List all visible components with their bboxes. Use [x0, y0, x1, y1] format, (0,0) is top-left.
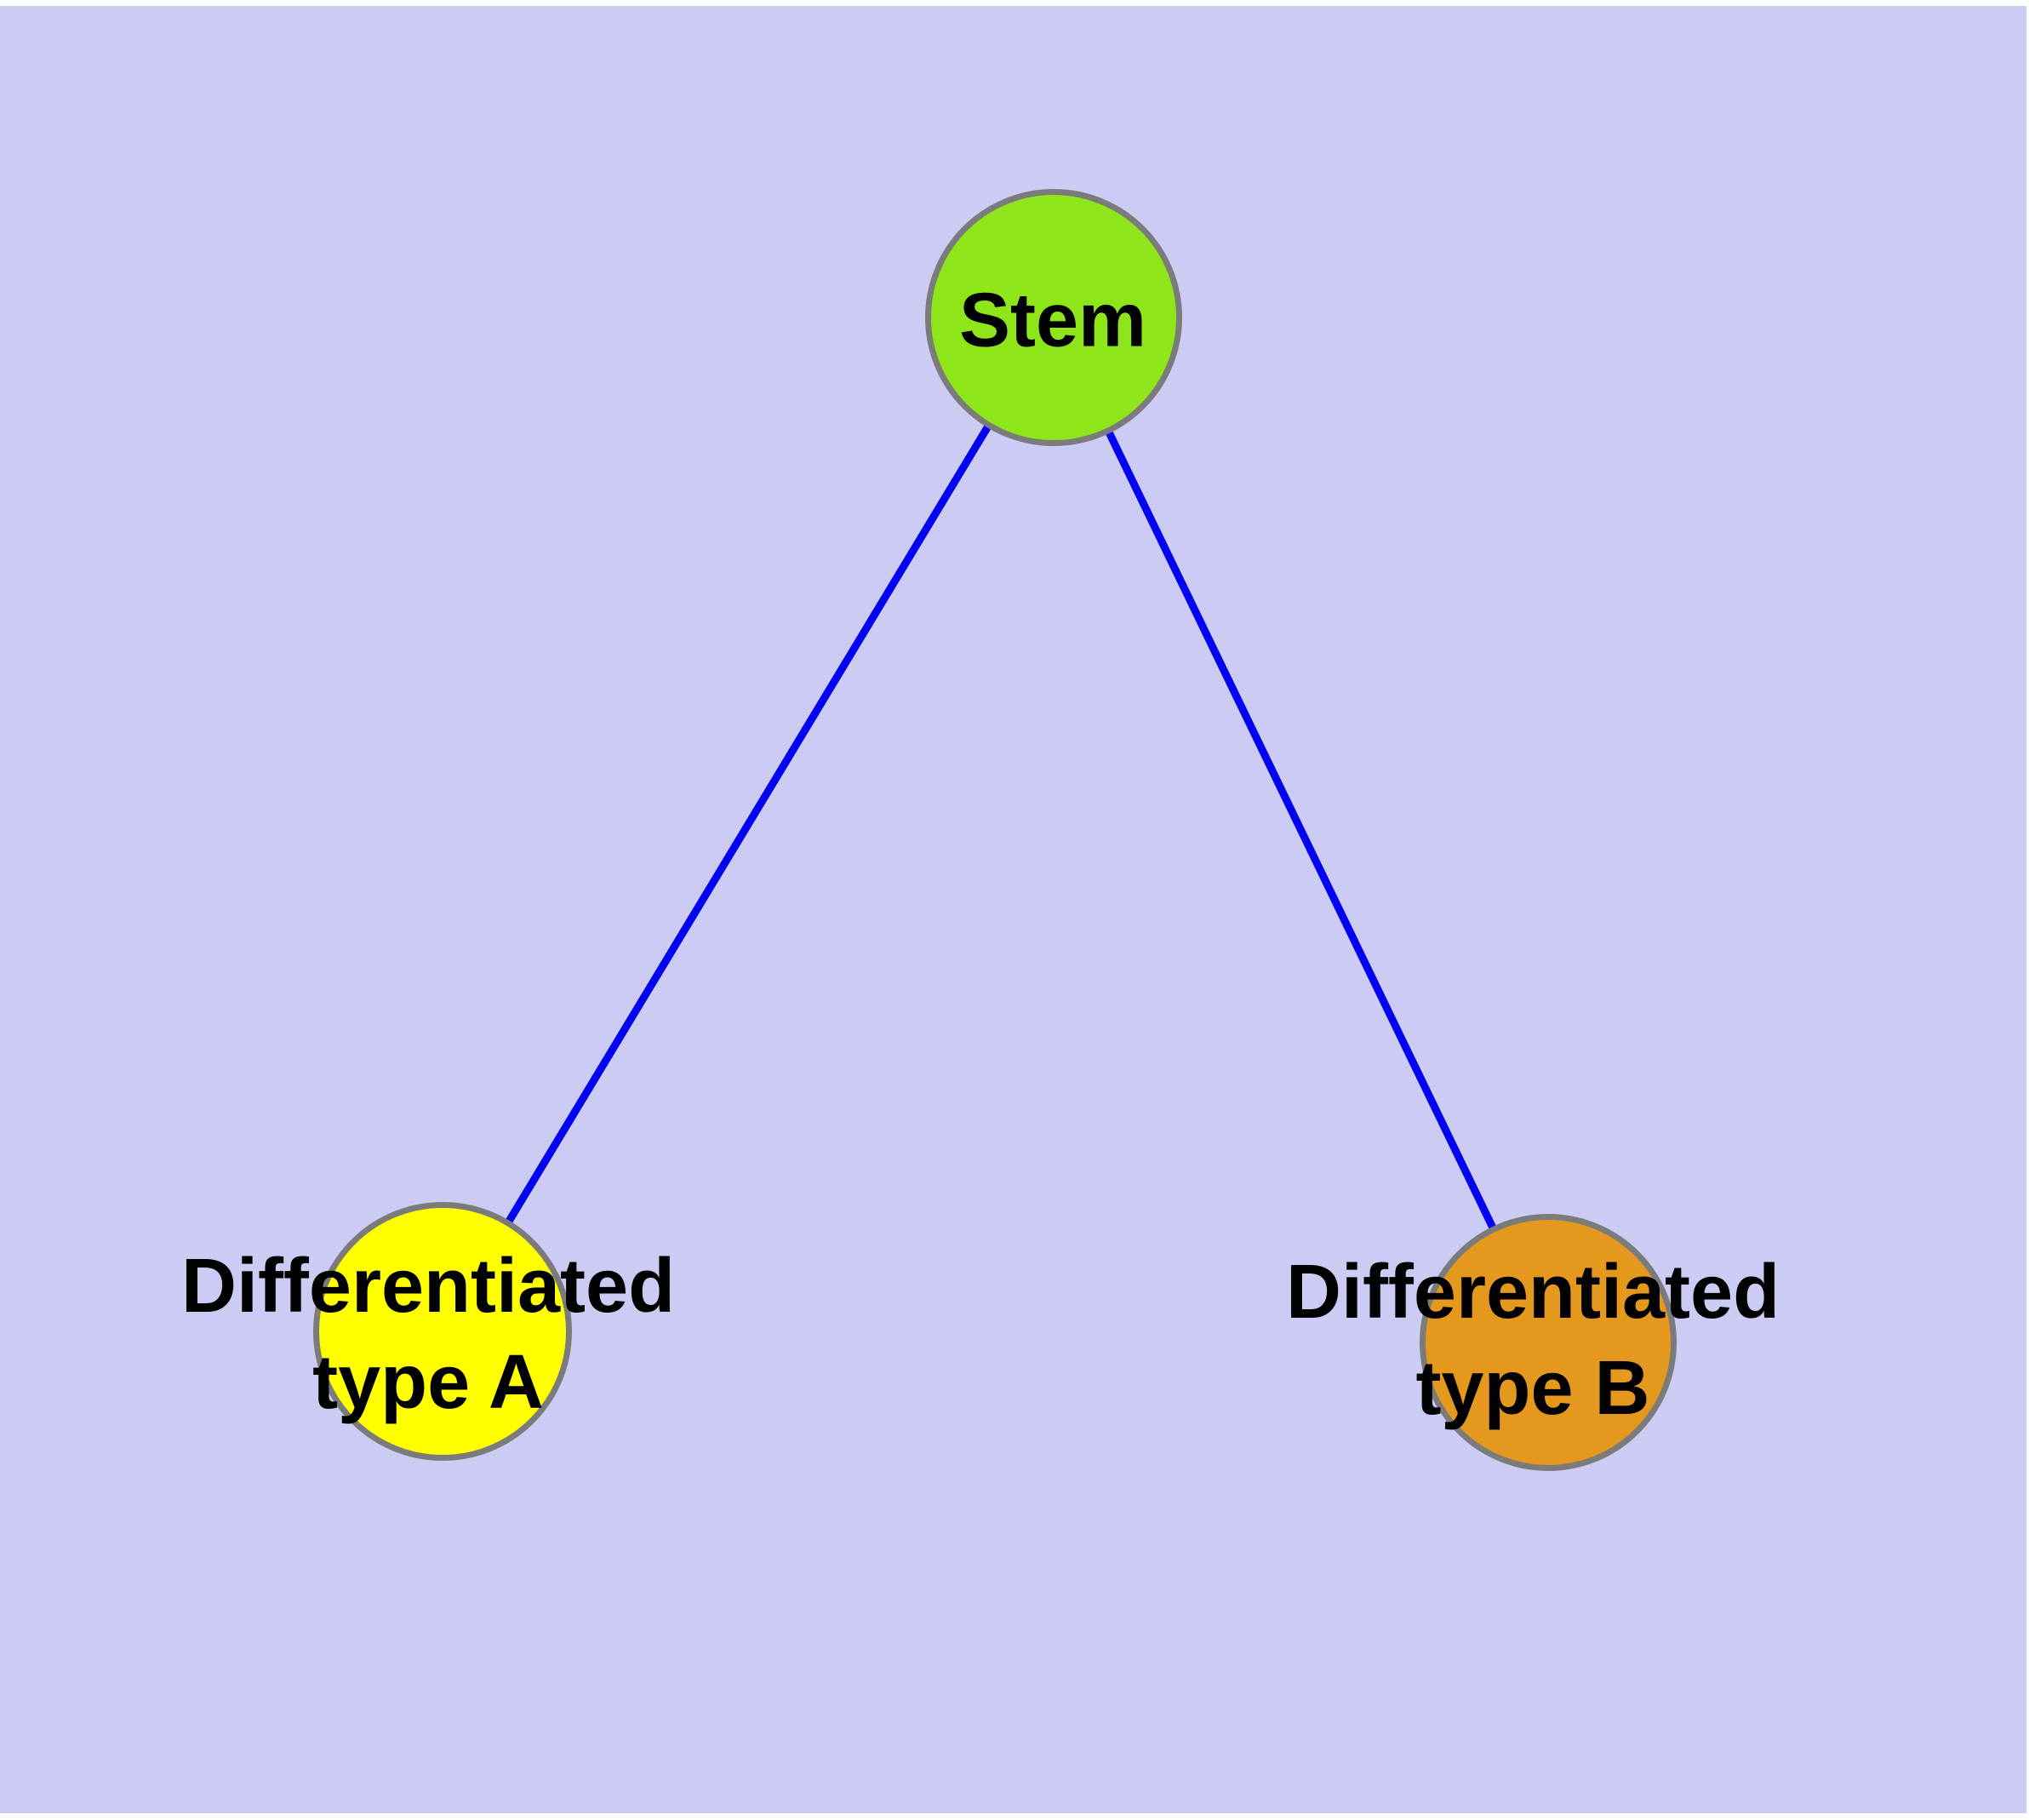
node-type-b-label: Differentiated type B: [1285, 1250, 1780, 1431]
node-stem-label: Stem: [958, 278, 1147, 363]
node-differentiated-type-a: [313, 1202, 572, 1461]
edge-stem-to-type-b: [1049, 313, 1552, 1347]
edge-stem-to-type-a: [438, 313, 1058, 1336]
node-stem: [925, 189, 1182, 446]
node-differentiated-type-b: [1420, 1214, 1677, 1471]
node-type-a-label: Differentiated type A: [180, 1244, 676, 1425]
